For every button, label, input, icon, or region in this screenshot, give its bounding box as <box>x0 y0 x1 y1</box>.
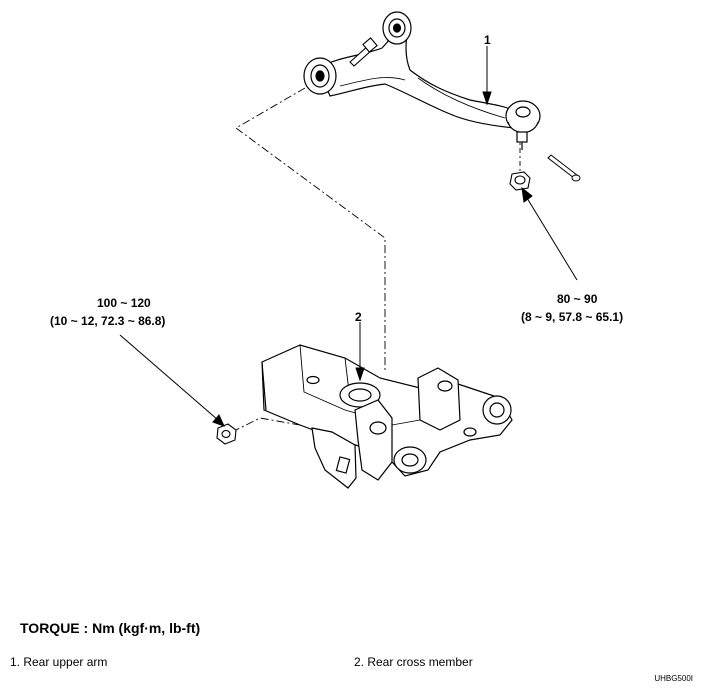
rear-upper-arm <box>303 11 541 150</box>
arm-bolt <box>349 37 378 67</box>
torque-left-line2: (10 ~ 12, 72.3 ~ 86.8) <box>50 314 166 328</box>
assembly-guide-line <box>235 87 386 372</box>
torque-right-line1: 80 ~ 90 <box>557 292 598 306</box>
figure-id: UHBG500I <box>654 674 693 683</box>
castle-nut <box>509 171 531 191</box>
torque-title: TORQUE : Nm (kgf·m, lb-ft) <box>20 620 201 636</box>
torque-right-line2: (8 ~ 9, 57.8 ~ 65.1) <box>521 310 624 324</box>
callout-1: 1 <box>484 33 491 47</box>
callout-2: 2 <box>355 310 362 324</box>
torque-left-line1: 100 ~ 120 <box>97 296 151 310</box>
rear-cross-member <box>261 344 513 489</box>
cross-member-nut <box>216 423 237 445</box>
leader-lines <box>119 46 578 427</box>
legend-item-1: 1. Rear upper arm <box>10 655 108 669</box>
cotter-pin <box>547 154 581 182</box>
legend-item-2: 2. Rear cross member <box>354 655 473 669</box>
